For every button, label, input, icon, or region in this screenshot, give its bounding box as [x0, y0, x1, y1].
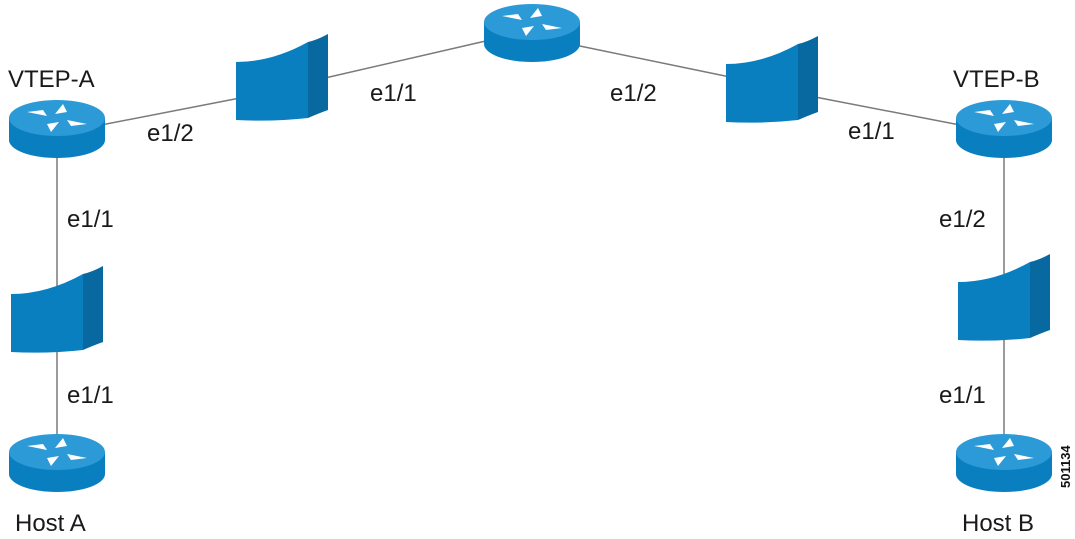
interface-label-host-b-port: e1/1 [939, 382, 986, 409]
vtep-a-label: VTEP-A [8, 66, 95, 93]
interface-label-spine-right: e1/2 [610, 80, 657, 107]
host-a-router-icon [9, 434, 105, 492]
right-switch-icon [726, 36, 818, 123]
link-left-switch-to-spine [324, 39, 491, 79]
interface-label-vtep-a-uplink: e1/2 [147, 120, 194, 147]
host-a-label: Host A [15, 510, 86, 537]
figure-id: 501134 [1058, 445, 1073, 488]
vtep-a-router-icon [9, 100, 105, 158]
link-vteap-a-to-left-switch [95, 97, 241, 127]
host-b-router-icon [956, 434, 1052, 492]
vtep-b-label: VTEP-B [953, 66, 1040, 93]
link-right-switch-to-vtep-b [814, 96, 961, 126]
links [56, 39, 1005, 462]
link-spine-to-right-switch [574, 44, 731, 78]
interface-label-host-a-port: e1/1 [67, 382, 114, 409]
host-b-label: Host B [962, 510, 1035, 537]
interface-label-vtep-b-down: e1/2 [939, 206, 986, 233]
interface-label-vtep-a-down: e1/1 [67, 206, 114, 233]
vtep-b-router-icon [956, 100, 1052, 158]
left-switch-icon [236, 34, 328, 121]
interface-label-vtep-b-uplink: e1/1 [848, 118, 895, 145]
interface-label-spine-left: e1/1 [370, 80, 417, 107]
spine-router-icon [484, 4, 580, 62]
